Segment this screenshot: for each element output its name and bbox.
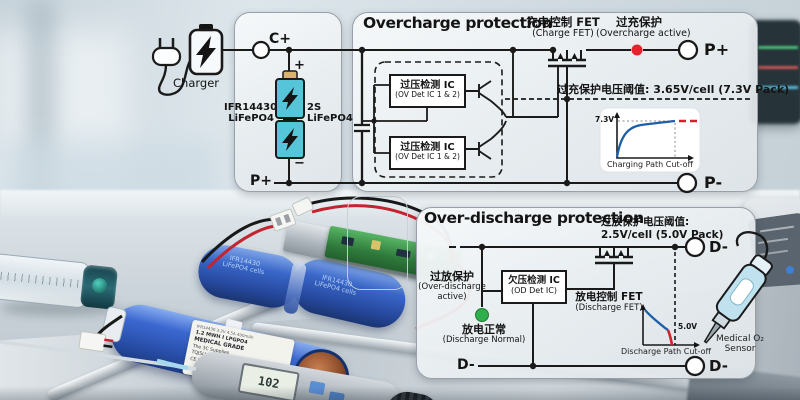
jst-connector xyxy=(78,331,114,352)
patient-monitor xyxy=(750,20,800,124)
junction-dot xyxy=(563,179,571,187)
charger-icon xyxy=(188,24,224,76)
od-det-ic-box xyxy=(501,270,567,304)
pcb-callout-frame xyxy=(347,196,408,290)
charge-fet-icon xyxy=(548,46,586,68)
over-discharge-panel xyxy=(416,207,756,379)
monitor-trace xyxy=(758,46,798,49)
ov-det-ic1-label: 过压检测 IC (OV Det IC 1 & 2) xyxy=(395,80,460,100)
battery-cells-icon xyxy=(275,50,305,183)
junction-dot xyxy=(509,46,517,54)
d-minus-terminal-bottom xyxy=(684,355,706,377)
discharge-chart-vlabel: 5.0V xyxy=(678,322,698,331)
p-plus-terminal xyxy=(677,39,699,61)
capacitor-icon xyxy=(354,46,370,187)
od-fet-gate-wire xyxy=(566,263,615,290)
charging-chart-ylabel: 7.3V xyxy=(595,115,615,124)
monitor-trace xyxy=(758,66,798,69)
d-minus-left-label: D- xyxy=(457,357,475,373)
discharge-fet-label: 放电控制 FET (Discharge FET) xyxy=(575,291,643,313)
charging-chart xyxy=(599,107,701,173)
d-minus-terminal-top xyxy=(684,236,706,258)
c-plus-terminal xyxy=(251,40,271,60)
discharge-threshold-label: 过放保护电压阈值:2.5V/cell (5.0V Pack) xyxy=(601,216,724,241)
junction-dot xyxy=(563,95,571,103)
discharge-chart xyxy=(640,304,700,348)
c-plus-label: C+ xyxy=(269,31,292,47)
plug-icon xyxy=(151,38,192,96)
discharge-normal-label: 放电正常 (Discharge Normal) xyxy=(442,323,526,346)
jst-connector xyxy=(292,197,314,217)
junction-dot xyxy=(671,243,679,251)
probe-tip xyxy=(156,358,189,371)
battery-minus-label: − xyxy=(294,156,305,171)
o2-sensor-icon xyxy=(703,231,773,344)
charger-label: Charger xyxy=(173,76,219,90)
jst-connector xyxy=(269,208,297,232)
p-plus-left-label: P+ xyxy=(250,173,272,189)
charging-chart-caption: Charging Path Cut-off xyxy=(606,160,694,169)
transistor-icon xyxy=(465,138,492,160)
discharge-chart-caption: Discharge Path Cut-off xyxy=(621,347,711,356)
charge-fet-label: 充电控制 FET (Charge FET) xyxy=(526,15,600,39)
p-minus-terminal xyxy=(676,172,698,194)
battery-plus-label: + xyxy=(294,58,305,73)
p-plus-terminal-label: P+ xyxy=(704,40,730,59)
overcharge-active-led xyxy=(631,44,643,56)
p-minus-terminal-label: P- xyxy=(704,173,723,192)
ov-det-ic2-label: 过压检测 IC (OV Det IC 1 & 2) xyxy=(395,142,460,162)
bottom-shadow xyxy=(0,386,800,400)
od-det-ic-label: 欠压检测 IC (OD Det IC) xyxy=(508,275,560,295)
d-minus-bottom-label: D- xyxy=(709,357,728,375)
junction-dot xyxy=(529,362,537,370)
overcharge-title: Overcharge protection xyxy=(363,14,553,32)
gate-control-wires xyxy=(490,66,559,140)
od-sense-wire xyxy=(481,247,502,307)
transistor-icon xyxy=(465,80,492,102)
discharge-fet-icon xyxy=(595,247,633,265)
over-discharge-active-label: 过放保护 (Over-discharge active) xyxy=(418,270,486,302)
monitor-trace xyxy=(758,86,798,89)
overcharge-active-label: 过充保护 (Overcharge active) xyxy=(596,15,691,39)
d-minus-top-label: D- xyxy=(709,238,728,256)
device-blue-button xyxy=(786,266,794,274)
junction-dot xyxy=(371,118,377,124)
junction-dot xyxy=(285,179,293,187)
overcharge-threshold-label: 过充保护电压阈值: 3.65V/cell (7.3V Pack) xyxy=(557,83,790,96)
discharge-normal-led xyxy=(475,308,489,322)
over-discharge-title: Over-discharge protection xyxy=(424,209,644,227)
